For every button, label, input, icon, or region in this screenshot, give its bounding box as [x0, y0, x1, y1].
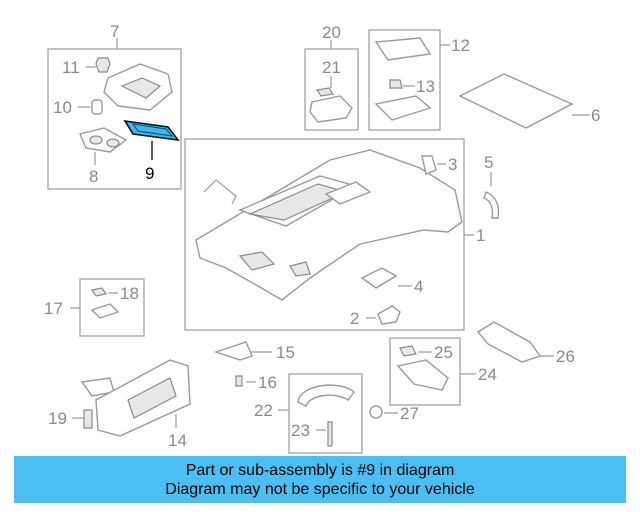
callout-21: 21 [322, 58, 341, 77]
callout-27: 27 [400, 404, 419, 423]
callout-5: 5 [484, 153, 493, 172]
part-26-trim [476, 321, 542, 363]
part-24-group: 24 25 [389, 337, 497, 406]
part-10-bulb [91, 99, 103, 115]
part-17-group: 17 18 [44, 278, 145, 337]
part-15-bracket [213, 341, 253, 361]
callout-24: 24 [478, 365, 497, 384]
part-5-group: 5 [483, 153, 500, 219]
dome-lamp-assembly: 7 11 10 9 8 [47, 22, 182, 190]
map-lamp-group: 20 21 [304, 23, 359, 131]
callout-2: 2 [350, 309, 359, 328]
callout-19: 19 [48, 409, 67, 428]
part-13-bulb [389, 79, 403, 89]
part-6-pad [458, 73, 574, 129]
headliner-group: 1 3 4 2 [184, 138, 485, 331]
callout-3: 3 [448, 155, 457, 174]
callout-25: 25 [434, 343, 453, 362]
part-16-screw [235, 375, 243, 387]
part-22-grab-handle [297, 384, 355, 407]
callout-16: 16 [258, 373, 277, 392]
callout-14: 14 [168, 431, 187, 450]
banner-line-2: Diagram may not be specific to your vehi… [165, 481, 475, 498]
part-8-gasket [79, 127, 128, 153]
part-2-clip [377, 305, 401, 325]
callout-9: 9 [145, 164, 154, 183]
vanity-mirror [127, 377, 177, 419]
part-18-clip [91, 287, 107, 297]
banner-line-1: Part or sub-assembly is #9 in diagram [185, 462, 455, 479]
callout-13: 13 [416, 77, 435, 96]
part-26-group: 26 [476, 321, 575, 366]
callout-11: 11 [62, 58, 80, 77]
part-6-group: 6 [458, 73, 600, 129]
callout-4: 4 [414, 277, 423, 296]
part-27-clip [369, 405, 383, 419]
grab-handle-outline [203, 179, 237, 205]
callout-17: 17 [44, 299, 63, 318]
callout-12: 12 [451, 36, 470, 55]
callout-6: 6 [591, 106, 600, 125]
callout-10: 10 [53, 98, 72, 117]
part-19-screw [83, 409, 93, 429]
part-27-group: 27 [369, 404, 419, 423]
callout-8: 8 [89, 167, 98, 186]
group-frame-22 [288, 373, 363, 454]
part-4-pad [360, 267, 398, 289]
sun-visor-group: 15 16 14 19 [48, 341, 295, 450]
part-17-holder [90, 303, 120, 319]
callout-20: 20 [322, 23, 341, 42]
callout-7: 7 [110, 22, 119, 41]
group-frame-24 [389, 337, 461, 406]
part-21-bulb [315, 87, 335, 97]
parts-diagram: 7 11 10 9 8 20 21 12 [44, 22, 600, 454]
callout-23: 23 [291, 421, 310, 440]
part-12-console [374, 37, 432, 61]
part-11-clip [95, 57, 111, 73]
part-12-lens [374, 95, 432, 121]
info-banner: Part or sub-assembly is #9 in diagram Di… [14, 456, 626, 503]
callout-26: 26 [556, 347, 575, 366]
callout-22: 22 [254, 401, 273, 420]
part-5-trim [483, 191, 500, 219]
group-frame-12 [368, 29, 441, 131]
part-23-bolt [327, 421, 333, 447]
part-25-clip [399, 345, 417, 357]
group-frame-7 [47, 48, 182, 190]
callout-15: 15 [276, 343, 295, 362]
part-20-map-lamp [309, 95, 353, 123]
grab-handle-group: 22 23 [254, 373, 363, 454]
part-3-clip [421, 155, 437, 175]
console-group: 12 13 [368, 29, 470, 131]
callout-1: 1 [476, 226, 485, 245]
part-24-bracket [396, 359, 449, 391]
callout-18: 18 [120, 284, 139, 303]
